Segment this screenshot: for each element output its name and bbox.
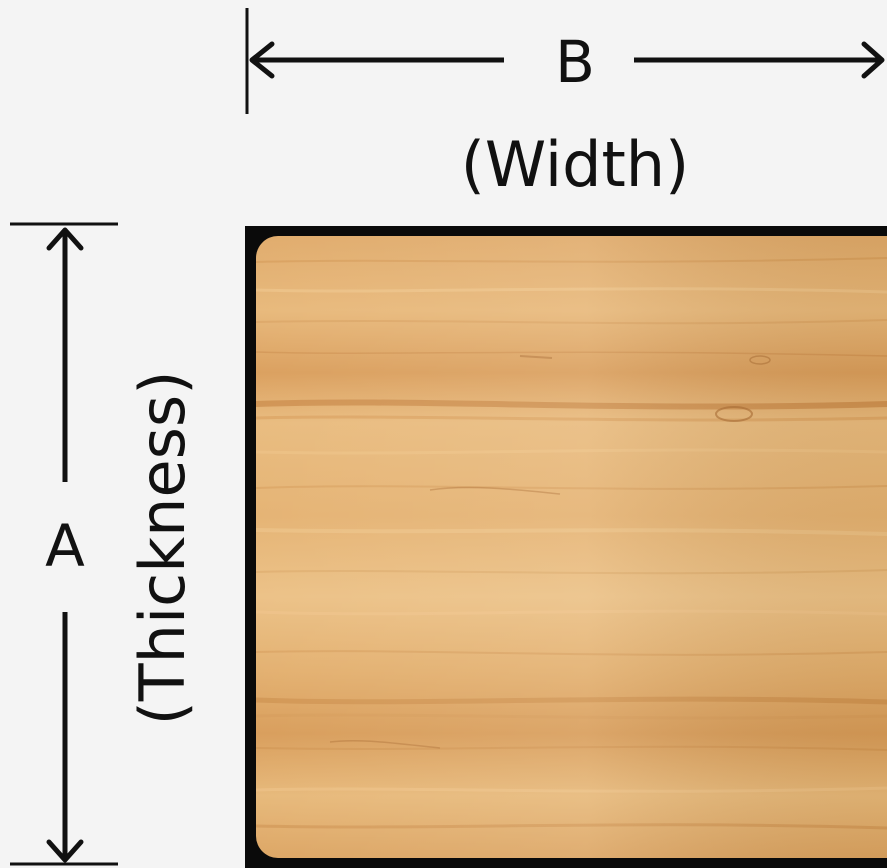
arrow-left-icon [249, 41, 275, 79]
wood-section [245, 226, 887, 868]
arrow-right-icon [861, 41, 885, 79]
thickness-dimension: A (Thickness) [10, 222, 199, 866]
width-letter: B [555, 28, 595, 96]
arrow-up-icon [46, 227, 84, 251]
width-caption: (Width) [461, 128, 690, 201]
arrow-down-icon [46, 839, 84, 863]
thickness-letter: A [45, 512, 85, 580]
wood-grain-panel [256, 236, 887, 858]
width-dimension: B (Width) [245, 8, 885, 201]
thickness-caption: (Thickness) [126, 371, 199, 726]
